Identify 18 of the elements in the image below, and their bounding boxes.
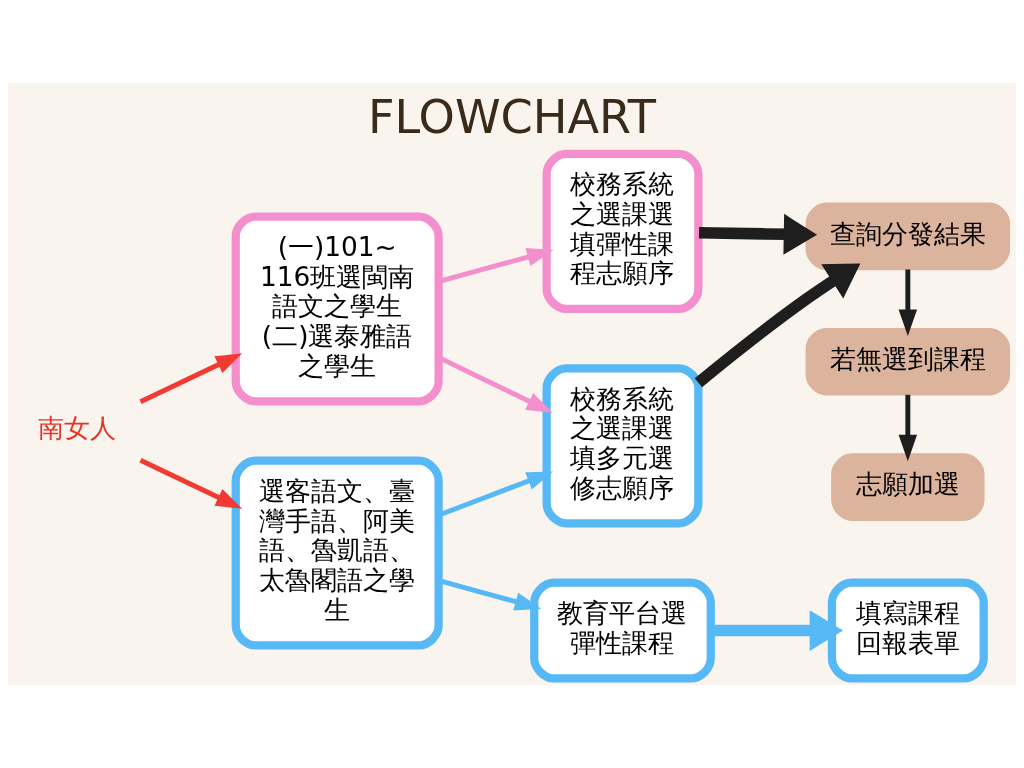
arrow (898, 394, 918, 462)
node-box: 若無選到課程 (805, 327, 1011, 396)
node-box: 校務系統之選課選填多元選修志願序 (542, 364, 703, 528)
node-text: 南女人 (38, 413, 117, 444)
arrow (694, 263, 861, 388)
node-box: (一)101~116班選閩南語文之學生 (二)選泰雅語之學生 (231, 212, 443, 406)
arrow (698, 213, 818, 255)
node-box: 志願加選 (831, 453, 985, 521)
node-box: 教育平台選彈性課程 (530, 578, 715, 683)
arrow (139, 353, 243, 404)
arrow (711, 610, 843, 651)
node-box: 校務系統之選課選填彈性課程志願序 (542, 149, 703, 314)
arrow (898, 269, 918, 336)
node-box: 選客語文、臺灣手語、阿美語、魯凱語、太魯閣語之學生 (231, 456, 443, 650)
node-box: 填寫課程回報表單 (827, 578, 988, 683)
arrow (139, 458, 243, 509)
node-box: 查詢分發結果 (805, 202, 1011, 271)
diagram-title: FLOWCHART (367, 90, 657, 145)
